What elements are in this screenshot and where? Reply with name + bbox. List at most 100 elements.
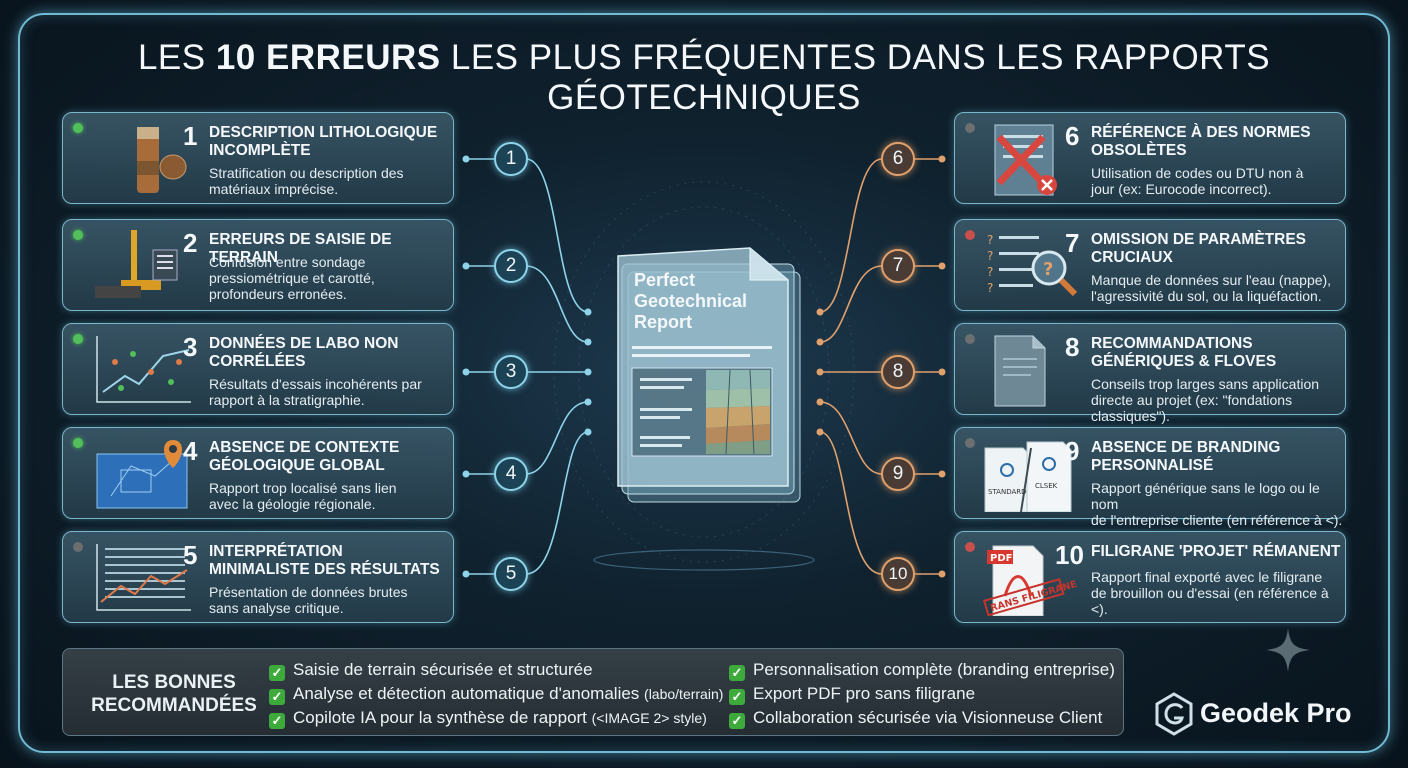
error-title: ABSENCE DE BRANDING PERSONNALISÉ [1091, 439, 1281, 474]
marker-4: 4 [494, 457, 528, 491]
error-number: 8 [1065, 332, 1080, 362]
svg-text:?: ? [987, 233, 993, 247]
error-card-10: PDF RANS FILIGRANE 10 FILIGRANE 'PROJET'… [954, 531, 1346, 623]
error-description: Présentation de données brutes sans anal… [209, 584, 408, 616]
svg-text:?: ? [987, 265, 993, 279]
marker-3: 3 [494, 355, 528, 389]
marker-1: 1 [494, 142, 528, 176]
error-number: 7 [1065, 228, 1080, 258]
recommendation-text: Collaboration sécurisée via Visionneuse … [753, 708, 1103, 727]
error-title: DESCRIPTION LITHOLOGIQUE INCOMPLÈTE [209, 124, 438, 159]
title-suffix: LES PLUS FRÉQUENTES DANS LES RAPPORTS GÉ… [440, 38, 1271, 117]
error-description: Manque de données sur l'eau (nappe), l'a… [1091, 272, 1332, 304]
report-title: Perfect Geotechnical Report [634, 270, 748, 332]
error-number: 5 [183, 540, 198, 570]
geodek-logo-icon [1155, 692, 1193, 736]
recommendation-text: Personnalisation complète (branding entr… [753, 660, 1115, 679]
error-title: RÉFÉRENCE À DES NORMES OBSOLÈTES [1091, 124, 1311, 159]
error-description: Rapport générique sans le logo ou le nom… [1091, 480, 1343, 528]
brand-logo: Geodek Pro [1154, 692, 1352, 736]
report-document-icon [617, 247, 801, 503]
status-indicator [965, 542, 975, 552]
core-sample-icon [137, 127, 187, 193]
scatter-plot-icon [96, 336, 191, 403]
error-description: Rapport trop localisé sans lien avec la … [209, 480, 397, 512]
error-number: 3 [183, 332, 198, 362]
error-title: ERREURS DE SAISIE DE TERRAIN [209, 231, 392, 266]
status-indicator [965, 123, 975, 133]
error-card-1: 1 DESCRIPTION LITHOLOGIQUE INCOMPLÈTE St… [62, 112, 454, 204]
error-number: 10 [1055, 540, 1084, 570]
stamp-client: CLSEK [1035, 482, 1058, 490]
error-number: 4 [183, 436, 198, 466]
error-card-7: ????? 7 OMISSION DE PARAMÈTRES CRUCIAUX … [954, 219, 1346, 311]
error-description: Rapport final exporté avec le filigrane … [1091, 569, 1329, 617]
status-indicator [965, 230, 975, 240]
marker-6: 6 [881, 142, 915, 176]
outer-frame [18, 13, 1390, 753]
recommendations-panel: LES BONNES RECOMMANDÉES ✓ Saisie de terra… [62, 648, 1124, 736]
error-title: FILIGRANE 'PROJET' RÉMANENT [1091, 543, 1341, 560]
error-card-3: 3 DONNÉES DE LABO NON CORRÉLÉES Résultat… [62, 323, 454, 415]
pdf-label: PDF [990, 553, 1012, 564]
error-title: DONNÉES DE LABO NON CORRÉLÉES [209, 335, 399, 370]
recommendation-item: ✓ Collaboration sécurisée via Visionneuse… [729, 708, 1102, 729]
branding-documents-icon: STANDARD CLSEK [984, 441, 1072, 512]
brand-name: Geodek Pro [1200, 698, 1352, 728]
check-icon: ✓ [729, 665, 745, 681]
recommendation-item: ✓ Export PDF pro sans filigrane [729, 684, 975, 705]
check-icon: ✓ [269, 713, 285, 729]
marker-10: 10 [881, 557, 915, 591]
recommendation-note: (labo/terrain) [644, 686, 724, 702]
sparkle-icon [1266, 628, 1310, 672]
error-title: OMISSION DE PARAMÈTRES CRUCIAUX [1091, 231, 1307, 266]
blank-document-icon [994, 335, 1046, 407]
svg-text:?: ? [987, 249, 993, 263]
recommendations-heading: LES BONNES RECOMMANDÉES [91, 672, 257, 716]
drilling-rig-icon [95, 230, 178, 298]
check-icon: ✓ [729, 689, 745, 705]
error-number: 2 [183, 228, 198, 258]
pdf-watermark-icon: PDF RANS FILIGRANE [983, 545, 1078, 616]
recommendation-item: ✓ Personnalisation complète (branding ent… [729, 660, 1115, 681]
crossed-document-icon [994, 124, 1057, 196]
marker-9: 9 [881, 457, 915, 491]
error-card-5: 5 INTERPRÉTATION MINIMALISTE DES RÉSULTA… [62, 531, 454, 623]
error-description: Résultats d'essais incohérents par rappo… [209, 376, 422, 408]
marker-2: 2 [494, 249, 528, 283]
recommendation-text: Export PDF pro sans filigrane [753, 684, 976, 703]
raw-data-chart-icon [96, 544, 191, 611]
error-card-2: 2 ERREURS DE SAISIE DE TERRAIN Confusion… [62, 219, 454, 311]
check-icon: ✓ [269, 689, 285, 705]
error-card-8: 8 RECOMMANDATIONS GÉNÉRIQUES & FLOVES Co… [954, 323, 1346, 424]
marker-7: 7 [881, 249, 915, 283]
error-title: RECOMMANDATIONS GÉNÉRIQUES & FLOVES [1091, 335, 1277, 370]
error-description: Conseils trop larges sans application di… [1091, 376, 1320, 424]
recommendation-item: ✓ Saisie de terrain sécurisée et structur… [269, 660, 593, 681]
check-icon: ✓ [729, 713, 745, 729]
title-prefix: LES [137, 38, 216, 77]
status-indicator [965, 334, 975, 344]
marker-5: 5 [494, 557, 528, 591]
error-card-4: 4 ABSENCE DE CONTEXTE GÉOLOGIQUE GLOBAL … [62, 427, 454, 519]
recommendation-item: ✓Analyse et détection automatique d'anom… [269, 684, 723, 705]
error-description: Confusion entre sondage pressiométrique … [209, 254, 375, 302]
error-description: Utilisation de codes ou DTU non à jour (… [1091, 165, 1304, 197]
recommendation-text: Saisie de terrain sécurisée et structuré… [293, 660, 593, 679]
status-indicator [73, 438, 83, 448]
recommendation-note: (<IMAGE 2> style) [591, 710, 707, 726]
page-title: LES 10 ERREURS LES PLUS FRÉQUENTES DANS … [0, 38, 1408, 118]
status-indicator [73, 123, 83, 133]
status-indicator [73, 230, 83, 240]
error-description: Stratification ou description des matéri… [209, 165, 404, 197]
marker-8: 8 [881, 355, 915, 389]
check-icon: ✓ [269, 665, 285, 681]
error-number: 6 [1065, 121, 1080, 151]
recommendation-item: ✓ Copilote IA pour la synthèse de rapport… [269, 708, 707, 729]
error-card-9: STANDARD CLSEK 9 ABSENCE DE BRANDING PER… [954, 427, 1346, 528]
map-pin-icon [96, 440, 188, 509]
recommendation-text: Copilote IA pour la synthèse de rapport [293, 708, 592, 727]
error-number: 9 [1065, 436, 1080, 466]
svg-text:?: ? [1043, 259, 1053, 280]
